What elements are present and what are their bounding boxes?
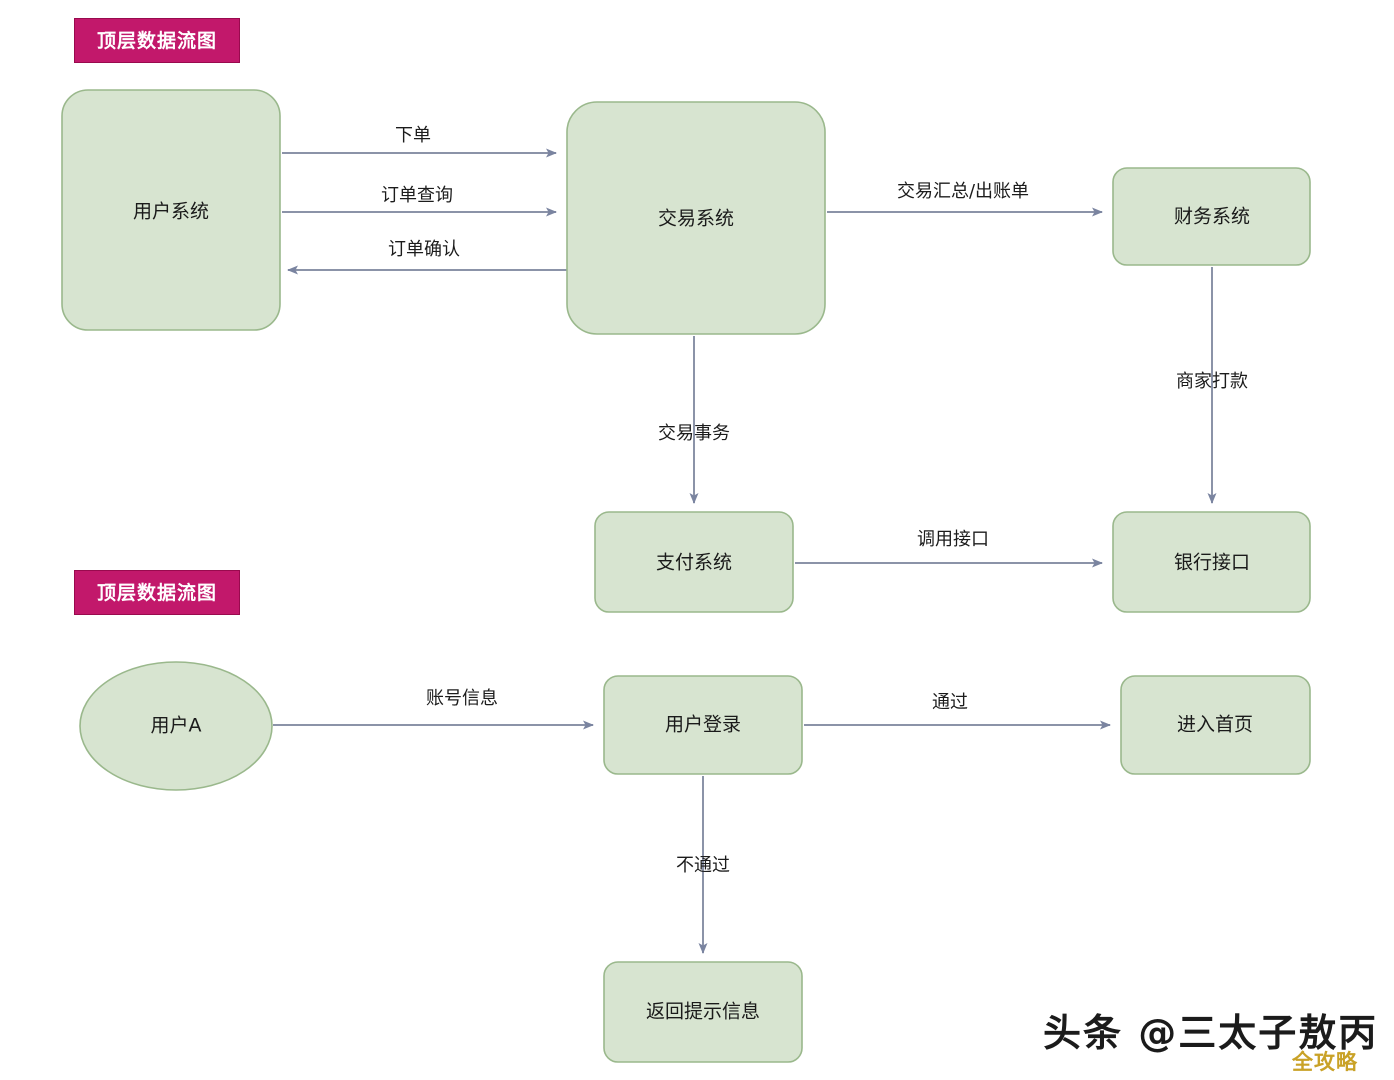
- node-label-payment-system: 支付系统: [656, 552, 732, 574]
- edge-label-trade-summary: 交易汇总/出账单: [897, 181, 1029, 202]
- node-user-system[interactable]: 用户系统: [61, 89, 281, 331]
- node-label-finance-system: 财务系统: [1174, 206, 1250, 228]
- edge-trade-affairs: 交易事务: [658, 336, 730, 504]
- edge-account-info: 账号信息: [273, 688, 594, 730]
- edge-label-call-api: 调用接口: [917, 529, 989, 550]
- edge-label-pass: 通过: [932, 692, 968, 713]
- watermark-main: 头条 @三太子敖丙: [1043, 1011, 1379, 1055]
- edge-order-confirm: 订单确认: [287, 239, 567, 275]
- node-trade-system[interactable]: 交易系统: [566, 101, 826, 335]
- node-label-user-login: 用户登录: [665, 714, 741, 736]
- node-return-message[interactable]: 返回提示信息: [603, 961, 803, 1063]
- section-badge-top: 顶层数据流图: [74, 18, 241, 63]
- edge-trade-summary: 交易汇总/出账单: [827, 181, 1103, 217]
- node-label-bank-interface: 银行接口: [1174, 552, 1250, 574]
- node-label-user-a: 用户A: [151, 715, 202, 737]
- node-label-enter-home: 进入首页: [1177, 714, 1253, 736]
- edge-merchant-pay: 商家打款: [1176, 267, 1248, 504]
- node-bank-interface[interactable]: 银行接口: [1112, 511, 1311, 613]
- edge-fail: 不通过: [676, 776, 730, 954]
- node-label-return-message: 返回提示信息: [646, 1001, 760, 1023]
- edge-label-trade-affairs: 交易事务: [658, 423, 730, 444]
- edge-call-api: 调用接口: [795, 529, 1103, 568]
- node-label-user-system: 用户系统: [133, 201, 209, 223]
- edge-label-order-query: 订单查询: [381, 185, 453, 206]
- node-user-a[interactable]: 用户A: [79, 661, 273, 791]
- node-payment-system[interactable]: 支付系统: [594, 511, 794, 613]
- node-finance-system[interactable]: 财务系统: [1112, 167, 1311, 266]
- section-badge-bottom: 顶层数据流图: [74, 570, 241, 615]
- edge-label-fail: 不通过: [676, 855, 730, 876]
- edge-order-query: 订单查询: [282, 185, 557, 217]
- node-enter-home[interactable]: 进入首页: [1120, 675, 1311, 775]
- edge-pass: 通过: [804, 692, 1111, 730]
- node-user-login[interactable]: 用户登录: [603, 675, 803, 775]
- edge-label-merchant-pay: 商家打款: [1176, 371, 1248, 392]
- edge-order: 下单: [282, 125, 557, 158]
- edge-label-order-confirm: 订单确认: [388, 239, 460, 260]
- watermark-sub: 全攻略: [1292, 1050, 1358, 1074]
- edge-label-account-info: 账号信息: [426, 688, 498, 709]
- node-label-trade-system: 交易系统: [658, 208, 734, 230]
- edge-label-order: 下单: [395, 125, 431, 146]
